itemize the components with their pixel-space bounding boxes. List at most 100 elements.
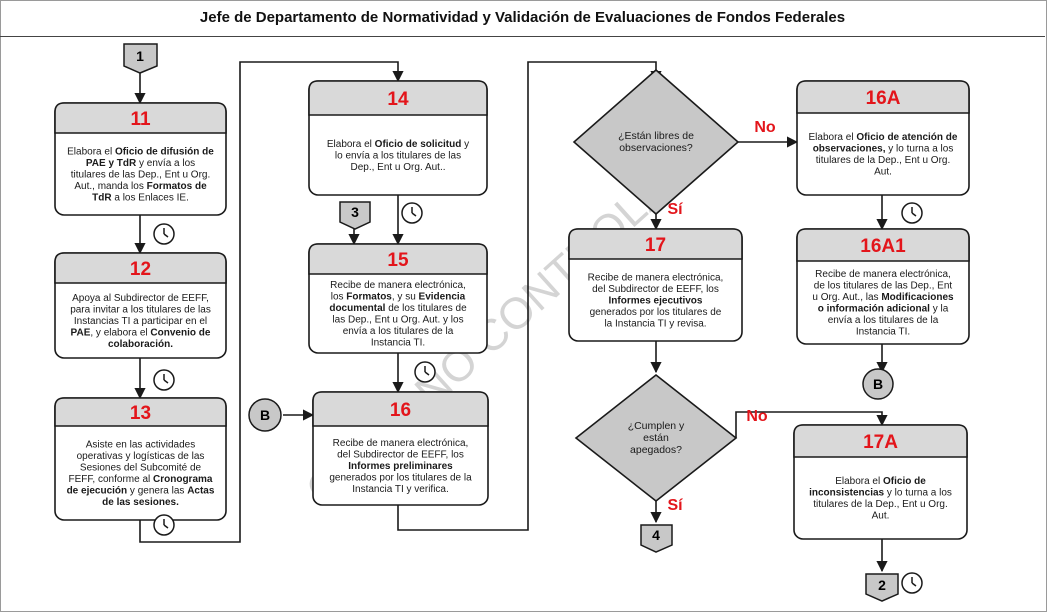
decision-1-yes-label: Sí [667,201,683,218]
step-text-segment: operativas y logísticas de las [77,451,205,462]
connector-3: 3 [339,201,371,230]
step-text-segment: la Instancia TI y revisa. [604,318,706,329]
decision-1-no-label: No [754,119,776,136]
step-text-line: inconsistencias y lo turna a los [809,488,952,499]
decision-text-line: ¿Están libres de [618,130,694,142]
step-text-segment: y lo turna a los [884,488,952,499]
step-text-segment: Elabora el [809,132,857,143]
step-box-header [54,102,227,134]
decision-text-line: ¿Cumplen y [628,420,685,432]
step-text-line: Instancia TI. [371,338,425,349]
step-text-line: los Formatos, y su Evidencia [331,292,466,303]
step-text-segment: y lo turna a los [886,144,954,155]
step-text-line: Sesiones del Subcomité de [80,463,202,474]
connector-2: 2 [865,573,899,602]
connector-label: 3 [351,204,359,220]
step-text-line: colaboración. [108,339,173,350]
connector-label: 2 [878,577,886,593]
step-text-line: Aut. [874,167,892,178]
step-text-line: Instancia TI y verifica. [352,484,449,495]
step-text-segment: Instancias TI a participar en el [74,316,207,327]
step-text-line: Asiste en las actividades [86,440,196,451]
clock-icon [153,369,175,391]
step-text-segment: titulares de la Dep., Ent u Org. [816,155,951,166]
step-text-segment: para invitar a los titulares de las [70,304,211,315]
clock-icon [901,572,923,594]
step-text-segment: y la [930,304,949,315]
step-text-segment: Recibe de manera electrónica, [588,272,724,283]
step-text-line: Recibe de manera electrónica, [588,272,724,283]
step-box-header [796,228,970,262]
step-text-segment: Recibe de manera electrónica, [333,438,469,449]
step-text-segment: Informes ejecutivos [609,295,703,306]
step-text-line: TdR a los Enlaces IE. [92,192,189,203]
step-number: 16A1 [860,236,906,257]
clock-icon [401,202,423,224]
decision-2-yes-label: Sí [667,497,683,514]
step-text-line: de las sesiones. [102,497,179,508]
step-text-segment: Aut., manda los [74,181,146,192]
step-text-segment: Apoya al Subdirector de EEFF, [72,293,209,304]
step-text-line: operativas y logísticas de las [77,451,205,462]
step-text-segment: los [331,292,347,303]
step-text-segment: del Subdirector de EEFF, los [592,284,719,295]
clock-icon [153,514,175,536]
decision-diamond [574,373,738,503]
step-text-segment: Elabora el [67,146,115,157]
step-text-segment: PAE y TdR [86,158,137,169]
step-text-segment: titulares de las Dep., Ent u Org. [71,169,211,180]
step-text-line: Elabora el Oficio de solicitud y [327,139,469,150]
decision-diamond [572,68,740,216]
step-text-line: Instancias TI a participar en el [74,316,207,327]
step-text-segment: Sesiones del Subcomité de [80,463,202,474]
step-text-segment: Oficio de [883,476,926,487]
step-text-segment: Actas [187,486,215,497]
step-text-line: generados por los titulares de la [329,472,472,483]
step-box-header [308,243,488,275]
step-text-segment: FEFF, conforme al [69,474,153,485]
step-box-header [308,80,488,116]
step-text-segment: Oficio de atención de [856,132,958,143]
connector-label: B [260,407,270,423]
connector-label: B [873,376,883,392]
step-box-header [793,424,968,458]
step-number: 16A [866,88,901,109]
step-text-line: lo envía a los titulares de las [335,150,461,161]
step-text-segment: Convenio de [150,327,210,338]
step-text-line: Informes preliminares [348,461,453,472]
connector-label: 1 [136,48,144,64]
step-text-line: envía a los titulares de la [343,326,454,337]
step-text-line: o información adicional y la [818,304,949,315]
clock-icon [901,202,923,224]
step-text-segment: Dep., Ent u Org. Aut.. [350,162,445,173]
step-text-line: Apoya al Subdirector de EEFF, [72,293,209,304]
step-text-segment: del Subdirector de EEFF, los [337,449,464,460]
step-text-segment: inconsistencias [809,488,884,499]
step-text-segment: y [461,139,469,150]
step-text-segment: Modificaciones [881,292,954,303]
step-text-line: de ejecución y genera las Actas [67,486,215,497]
step-text-segment: Instancia TI. [371,338,425,349]
decision-text-line: observaciones? [619,142,693,154]
step-text-segment: Elabora el [835,476,883,487]
step-text-segment: Asiste en las actividades [86,440,196,451]
step-text-segment: Instancia TI y verifica. [352,484,449,495]
step-text-line: Instancia TI. [856,327,910,338]
step-box-header [568,228,743,260]
step-text-segment: a los Enlaces IE. [112,192,189,203]
step-text-segment: de ejecución [67,486,128,497]
step-number: 15 [387,250,409,271]
step-text-segment: envía a los titulares de la [828,315,939,326]
connector-4: 4 [640,524,673,553]
step-text-segment: las Dep., Ent u Org. Aut. y los [332,315,463,326]
